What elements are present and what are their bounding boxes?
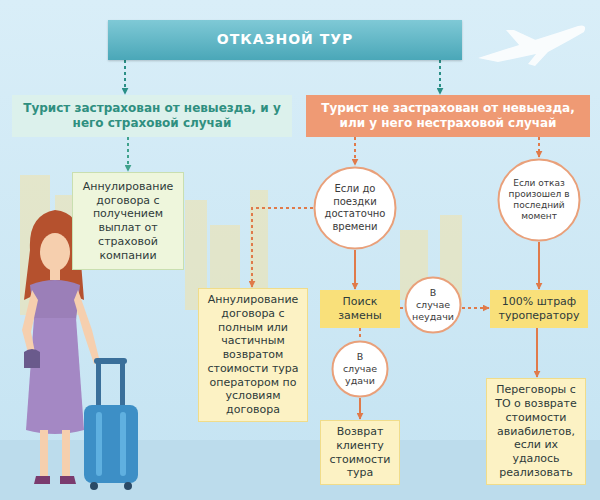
text-stack: Возврат клиенту стоимости тура (327, 425, 393, 480)
decision-circle: В случае неудачи (404, 276, 462, 334)
condition-band: Турист застрахован от невыезда, и у него… (12, 95, 292, 137)
connector-arrow (124, 60, 126, 94)
connector-arrow (252, 208, 313, 287)
title-box: ОТКАЗНОЙ ТУР (108, 20, 462, 60)
text-stack: Переговоры с ТО о возврате стоимости ави… (493, 383, 579, 479)
node-text: Аннулирование договора с получением выпл… (79, 180, 177, 263)
circle-shape (499, 160, 580, 241)
node-text: ОТКАЗНОЙ ТУР (217, 31, 354, 49)
text-stack: Турист не застрахован от невыезда, или у… (312, 101, 584, 131)
node-text: Если до поездки достаточно времени (324, 183, 386, 233)
process-box: Аннулирование договора с полным или част… (198, 288, 308, 422)
process-box: Возврат клиенту стоимости тура (320, 420, 400, 485)
connector-arrow (359, 328, 361, 339)
text-stack: Турист застрахован от невыезда, и у него… (18, 101, 286, 131)
node-text: Турист не застрахован от невыезда, или у… (312, 101, 584, 131)
text-stack: Если отказ произошел в последний момент (508, 178, 570, 223)
node-text: В случае неудачи (412, 287, 454, 323)
node-text: В случае удачи (339, 351, 381, 387)
text-stack: Если до поездки достаточно времени (324, 183, 386, 233)
connector-arrow (354, 137, 356, 165)
text-stack: Аннулирование договора с полным или част… (205, 293, 301, 417)
connector-arrow (536, 328, 538, 377)
node-text: 100% штраф туроператору (496, 295, 582, 323)
plane-icon (478, 26, 585, 66)
text-stack: В случае удачи (339, 351, 381, 387)
node-text: Аннулирование договора с полным или част… (205, 293, 301, 417)
process-box: Аннулирование договора с получением выпл… (72, 172, 184, 270)
text-stack: ОТКАЗНОЙ ТУР (217, 31, 354, 49)
node-text: Турист застрахован от невыезда, и у него… (18, 101, 286, 131)
node-text: Возврат клиенту стоимости тура (327, 425, 393, 480)
circle-shape (406, 278, 461, 333)
connector-arrow (359, 398, 361, 419)
connector-arrow (439, 60, 441, 94)
text-stack: Поиск замены (326, 295, 394, 323)
text-stack: Аннулирование договора с получением выпл… (79, 180, 177, 263)
decision-circle: Если до поездки достаточно времени (313, 166, 397, 250)
connector-arrow (462, 307, 489, 309)
process-box: Переговоры с ТО о возврате стоимости ави… (486, 378, 586, 485)
connector-arrow (538, 242, 540, 289)
condition-band: Турист не застрахован от невыезда, или у… (306, 95, 590, 137)
node-text: Переговоры с ТО о возврате стоимости ави… (493, 383, 579, 479)
node-text: Если отказ произошел в последний момент (508, 178, 570, 223)
suitcase-illustration (84, 358, 138, 490)
process-box: 100% штраф туроператору (490, 290, 588, 328)
connector-arrow (400, 307, 403, 309)
process-box: Поиск замены (320, 290, 400, 328)
connector-arrow (538, 137, 540, 157)
circle-shape (315, 168, 396, 249)
text-stack: 100% штраф туроператору (496, 295, 582, 323)
text-stack: В случае неудачи (412, 287, 454, 323)
connector-arrow (127, 137, 129, 171)
node-text: Поиск замены (326, 295, 394, 323)
connector-arrow (354, 250, 356, 289)
circle-shape (333, 342, 388, 397)
decision-circle: В случае удачи (331, 340, 389, 398)
decision-circle: Если отказ произошел в последний момент (497, 158, 581, 242)
